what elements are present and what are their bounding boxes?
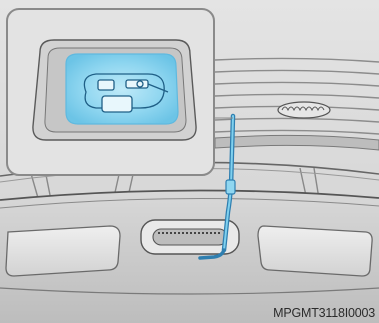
coil-clip xyxy=(278,102,330,118)
figure-code: MPGMT3118I0003 xyxy=(273,307,375,320)
cable-connector xyxy=(226,180,235,194)
floor-recess-left xyxy=(6,226,120,276)
inset-detail xyxy=(7,9,233,175)
floor-recess-right xyxy=(258,226,372,276)
